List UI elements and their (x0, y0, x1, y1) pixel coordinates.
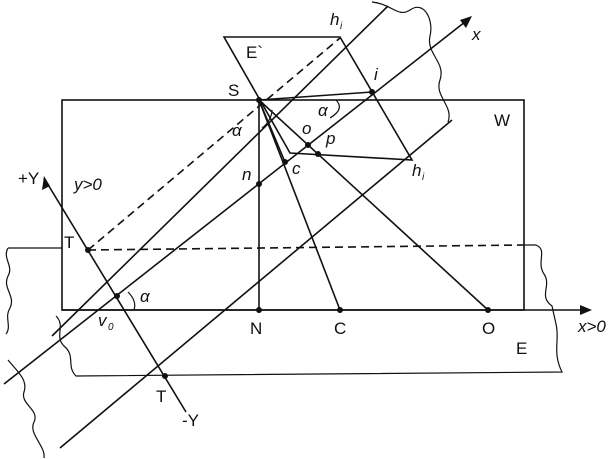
label-N: N (250, 319, 262, 338)
angle-arc-top (329, 99, 340, 119)
label-v-sub: 0 (108, 322, 114, 333)
label-plus-Y: +Y (18, 169, 39, 188)
label-x-axis: x (471, 25, 481, 44)
label-p: p (325, 129, 335, 148)
label-y-pos: y>0 (73, 175, 102, 194)
plane-e-prime (222, 36, 414, 161)
label-minus-Y: -Y (182, 411, 199, 430)
point-T-left (85, 247, 91, 253)
band-wavy-top (371, 1, 450, 123)
point-i (369, 89, 375, 95)
ground-plane-outline (8, 244, 563, 377)
ground-plane-left-edge (5, 247, 12, 335)
label-h-top: h (330, 10, 339, 29)
point-S (256, 97, 262, 103)
label-alpha-left: α (232, 121, 243, 140)
y-axis-arrow (42, 176, 50, 190)
label-n: n (242, 165, 251, 184)
label-v: v (98, 311, 108, 330)
band-lower-line (59, 119, 453, 449)
point-n (256, 181, 262, 187)
label-W: W (494, 111, 510, 130)
label-E: E (516, 339, 527, 358)
dashed-diagonal (87, 37, 341, 251)
label-c: c (292, 159, 301, 178)
label-alpha-top: α (318, 101, 329, 120)
point-v0 (114, 293, 120, 299)
point-p (315, 151, 321, 157)
ray-S-c (258, 99, 286, 163)
label-S: S (228, 81, 239, 100)
band-upper-line (51, 5, 389, 337)
label-x-pos: x>0 (577, 317, 606, 336)
ray-S-i (258, 91, 373, 101)
point-C (337, 307, 343, 313)
ray-S-O (258, 99, 489, 311)
ray-S-C (258, 99, 341, 311)
x-axis-line (3, 17, 471, 385)
angle-arc-left (261, 109, 273, 129)
point-T-bottom (162, 373, 168, 379)
label-o: o (302, 119, 311, 138)
label-alpha-bottom: α (140, 287, 151, 306)
point-N (256, 307, 262, 313)
dashed-horizon (87, 244, 525, 251)
label-O: O (482, 319, 495, 338)
label-h-right-sub: i (422, 172, 425, 183)
label-C: C (334, 319, 346, 338)
angle-arc-bottom (127, 291, 136, 311)
point-c (282, 159, 288, 165)
label-h-top-sub: i (340, 21, 343, 32)
label-T-bottom: T (156, 387, 166, 406)
label-E-prime: E` (246, 43, 263, 62)
x-axis-arrow (460, 16, 472, 28)
band-wavy-bottom (7, 359, 45, 459)
base-line-arrow (580, 305, 592, 315)
label-i: i (374, 65, 379, 84)
point-o (305, 142, 311, 148)
label-T-left: T (64, 233, 74, 252)
point-O (485, 307, 491, 313)
label-h-right: h (412, 161, 421, 180)
